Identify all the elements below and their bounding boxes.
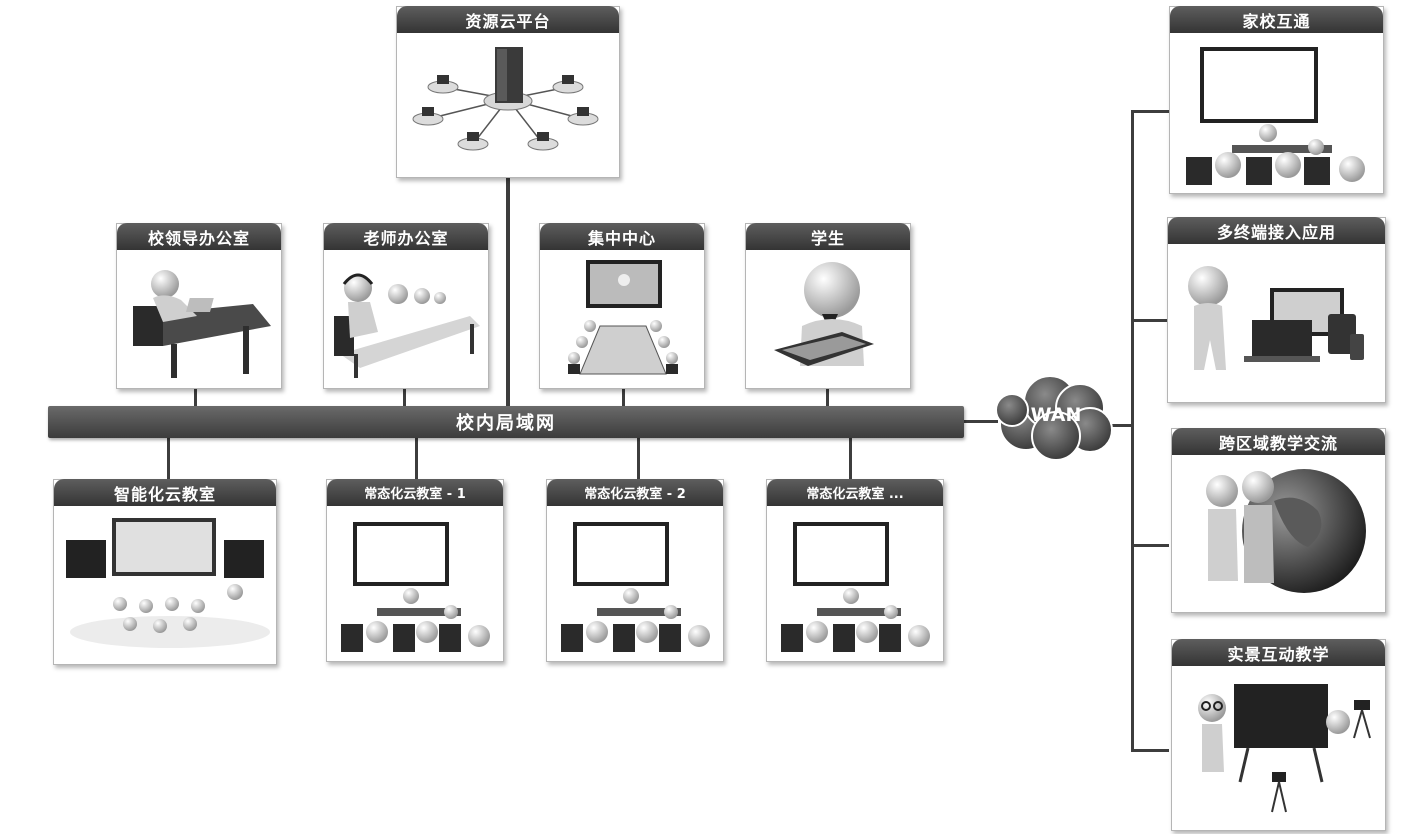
cross-region-card: 跨区域教学交流 (1171, 428, 1386, 613)
teacher-office-card: 老师办公室 (323, 223, 489, 389)
normal-classroom-2-card: 常态化云教室 - 2 (546, 479, 724, 662)
server-network-image (403, 39, 613, 171)
normal-classroom-more-title: 常态化云教室 ... (767, 479, 943, 506)
cross-region-branch (1131, 544, 1169, 547)
leader-office-image (123, 256, 275, 382)
classroom-icon (341, 522, 490, 652)
classroom-icon (561, 522, 710, 652)
normal-classroom-more-image (773, 512, 937, 655)
student-tablet-icon (774, 262, 874, 366)
student-image (752, 256, 904, 382)
live-teaching-title: 实景互动教学 (1172, 639, 1385, 666)
teacher-office-title: 老师办公室 (324, 223, 488, 250)
resource-cloud-card: 资源云平台 (396, 6, 620, 178)
wan-cloud: WAN (986, 366, 1126, 464)
normal-classroom-more-card: 常态化云教室 ... (766, 479, 944, 662)
live-teaching-icon (1198, 684, 1371, 813)
resource-cloud-title: 资源云平台 (397, 6, 619, 33)
normal-classroom-more-link (849, 437, 852, 479)
home-school-title: 家校互通 (1170, 6, 1383, 33)
multi-terminal-card: 多终端接入应用 (1167, 217, 1386, 403)
server-network-icon (412, 47, 599, 151)
central-center-link (622, 387, 625, 407)
cloud-icon (995, 375, 1113, 461)
normal-classroom-1-image (333, 512, 497, 655)
leader-office-title: 校领导办公室 (117, 223, 281, 250)
smart-classroom-image (60, 512, 270, 658)
home-school-card: 家校互通 (1169, 6, 1384, 194)
classroom-icon (781, 522, 930, 652)
home-school-image (1176, 39, 1377, 187)
student-title: 学生 (746, 223, 910, 250)
smart-classroom-icon (66, 518, 270, 648)
teacher-office-link (403, 387, 406, 407)
cross-region-image (1178, 461, 1379, 606)
student-card: 学生 (745, 223, 911, 389)
normal-classroom-2-image (553, 512, 717, 655)
normal-classroom-1-card: 常态化云教室 - 1 (326, 479, 504, 662)
right-bus (1131, 110, 1134, 752)
normal-classroom-2-link (637, 437, 640, 479)
live-teaching-image (1178, 672, 1379, 824)
cross-region-title: 跨区域教学交流 (1172, 428, 1385, 455)
wan-trunk-link (1110, 424, 1134, 427)
live-teaching-card: 实景互动教学 (1171, 639, 1386, 831)
leader-office-card: 校领导办公室 (116, 223, 282, 389)
campus-lan-bar: 校内局域网 (48, 406, 964, 438)
central-center-image (546, 256, 698, 382)
lan-wan-link (962, 420, 998, 423)
student-link (826, 387, 829, 407)
resource-cloud-link (506, 176, 510, 408)
devices-icon (1188, 266, 1364, 370)
wan-label: WAN (1030, 404, 1082, 426)
globe-handshake-icon (1206, 469, 1366, 593)
smart-classroom-link (167, 437, 170, 479)
conference-room-icon (568, 260, 678, 375)
office-desk-icon (133, 270, 271, 378)
normal-classroom-1-link (415, 437, 418, 479)
live-teaching-branch (1131, 749, 1169, 752)
call-center-icon (334, 273, 480, 378)
smart-classroom-title: 智能化云教室 (54, 479, 276, 506)
classroom-icon (1186, 47, 1365, 185)
central-center-title: 集中中心 (540, 223, 704, 250)
multi-terminal-title: 多终端接入应用 (1168, 217, 1385, 244)
normal-classroom-1-title: 常态化云教室 - 1 (327, 479, 503, 506)
multi-terminal-branch (1131, 319, 1169, 322)
leader-office-link (194, 387, 197, 407)
smart-classroom-card: 智能化云教室 (53, 479, 277, 665)
normal-classroom-2-title: 常态化云教室 - 2 (547, 479, 723, 506)
home-school-branch (1131, 110, 1169, 113)
teacher-office-image (330, 256, 482, 382)
central-center-card: 集中中心 (539, 223, 705, 389)
multi-terminal-image (1174, 250, 1379, 396)
